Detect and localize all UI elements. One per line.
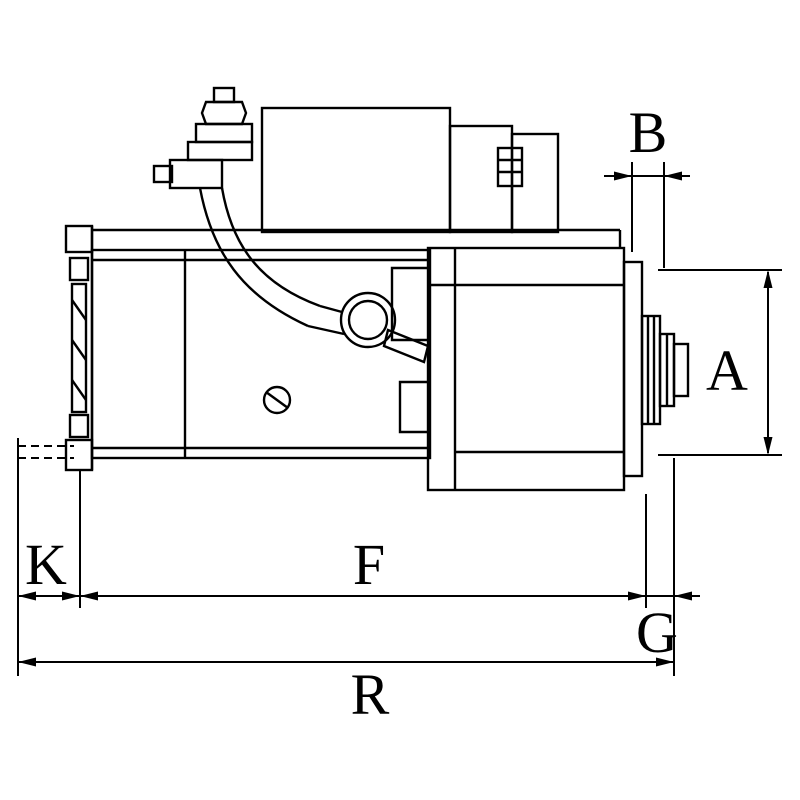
drive-end-housing bbox=[426, 246, 644, 492]
motor-body bbox=[90, 226, 622, 470]
dimension-B: B bbox=[604, 100, 690, 268]
dimension-F: F bbox=[80, 532, 646, 601]
dimension-G: G bbox=[636, 591, 700, 665]
extension-lines bbox=[17, 438, 675, 676]
dimension-label-f: F bbox=[353, 532, 385, 597]
dimension-label-g: G bbox=[636, 600, 678, 665]
hidden-mounting-lines bbox=[18, 445, 74, 459]
starter-motor-drawing bbox=[18, 86, 690, 492]
terminal-stud bbox=[152, 86, 254, 190]
dimension-A: A bbox=[658, 269, 782, 456]
dimension-R: R bbox=[18, 657, 674, 727]
dimension-label-a: A bbox=[706, 338, 748, 403]
battery-cable bbox=[198, 187, 430, 364]
dimension-K: K bbox=[18, 532, 80, 601]
solenoid bbox=[260, 106, 560, 234]
end-bracket bbox=[64, 224, 94, 472]
dimension-label-k: K bbox=[25, 532, 67, 597]
dimension-label-r: R bbox=[351, 662, 390, 727]
output-shaft bbox=[640, 314, 690, 426]
dimension-label-b: B bbox=[629, 100, 668, 165]
